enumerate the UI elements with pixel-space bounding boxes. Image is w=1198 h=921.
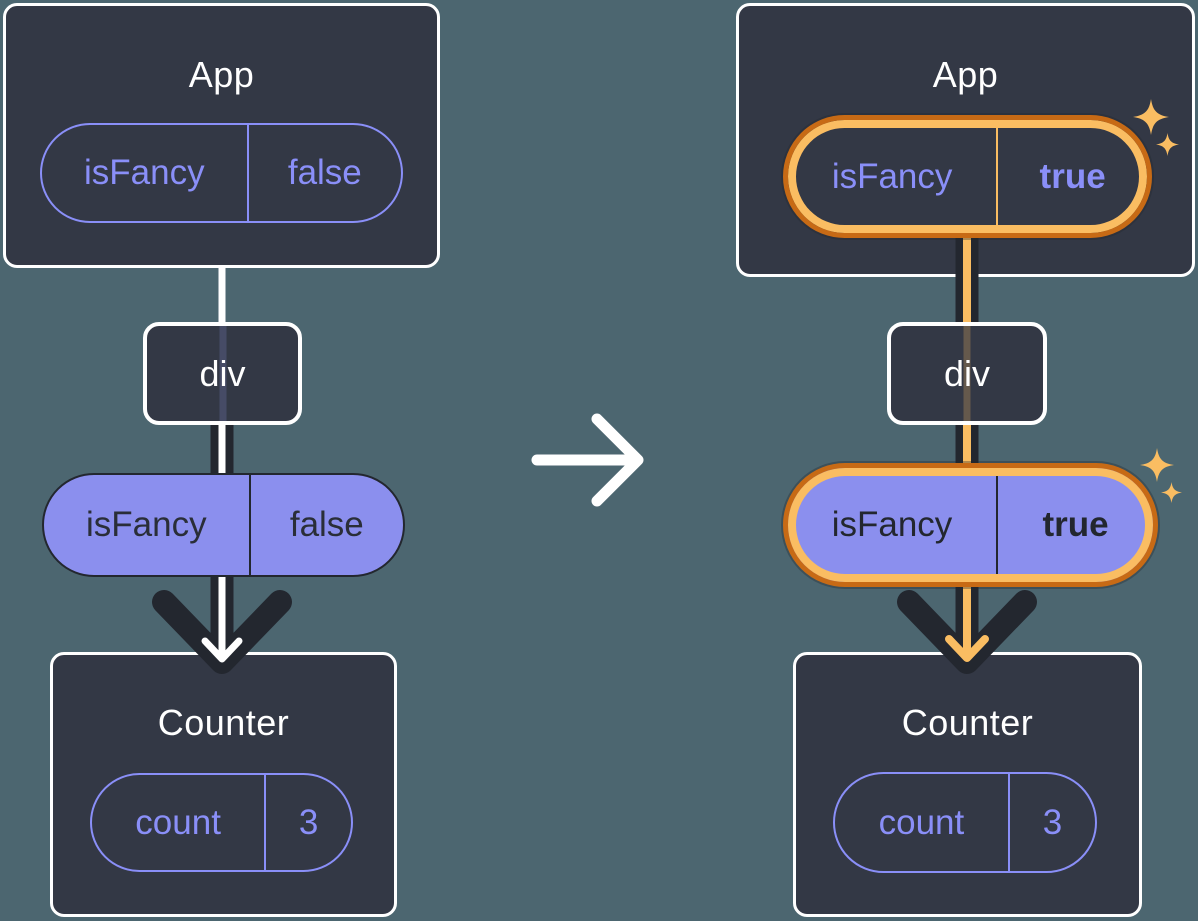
prop-name: isFancy [84,153,205,192]
prop-value: false [248,475,403,575]
div-label: div [943,352,991,394]
div-label: div [199,352,246,394]
counter-title-after: Counter [901,702,1034,743]
state-name: count [878,802,965,842]
sparkle-icon [1161,482,1182,503]
counter-state-pill-after: count 3 [833,772,1097,873]
passed-prop-pill-before: isFancy false [42,473,405,577]
div-node-before: div [143,322,302,425]
prop-name: isFancy [831,505,953,544]
state-name: count [135,802,221,842]
arrow-right-icon [531,413,644,507]
counter-title-before: Counter [157,702,290,743]
counter-state-pill-before: count 3 [90,773,353,872]
div-node-after: div [887,322,1047,425]
sparkle-icon [1156,133,1179,156]
prop-value: false [246,125,401,221]
prop-name: isFancy [86,505,207,544]
pass-through-line [219,326,226,421]
sparkle-icon [1133,99,1169,135]
sparkle-icon [1140,448,1174,482]
prop-name: isFancy [831,156,953,196]
state-value: 3 [264,775,351,870]
prop-value: true [996,476,1153,574]
app-prop-pill-after: isFancy true [783,115,1152,238]
app-prop-pill-before: isFancy false [40,123,403,223]
prop-value: true [996,128,1147,225]
app-title-before: App [188,54,255,95]
pass-through-line [963,326,971,421]
state-value: 3 [1007,774,1095,871]
app-title-after: App [932,54,999,95]
passed-prop-pill-after: isFancy true [783,463,1158,587]
